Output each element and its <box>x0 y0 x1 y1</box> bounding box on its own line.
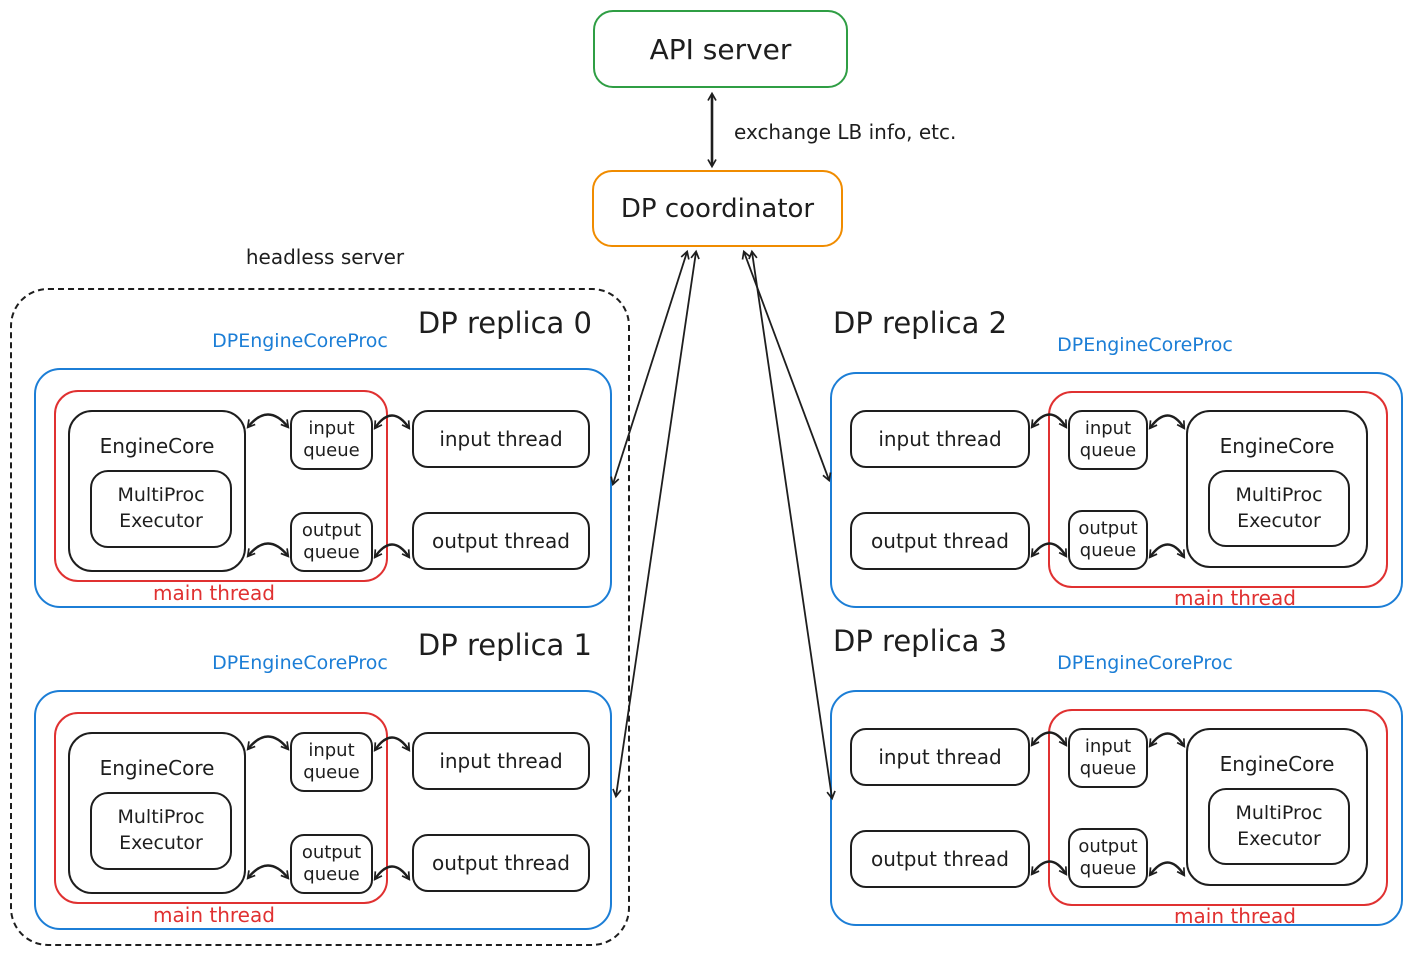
output-thread-label: output thread <box>432 529 570 553</box>
dp-engine-core-proc-box <box>34 690 612 930</box>
multiproc-executor-box: MultiProc Executor <box>1208 788 1350 865</box>
input-queue-box: input queue <box>1068 410 1148 470</box>
multiproc-label-line1: MultiProc <box>1235 483 1323 506</box>
replica-title: DP replica 0 <box>417 306 592 340</box>
output-thread-label: output thread <box>871 529 1009 553</box>
engine-core-box: EngineCore <box>68 732 246 894</box>
multiproc-executor-box: MultiProc Executor <box>90 470 232 548</box>
input-queue-box: input queue <box>290 732 373 792</box>
output-queue-box: output queue <box>290 834 373 894</box>
output-thread-label: output thread <box>432 851 570 875</box>
main-thread-box <box>54 390 388 582</box>
dp-replica-0: DP replica 0 DPEngineCoreProc EngineCore… <box>34 306 612 608</box>
engine-core-box: EngineCore <box>68 410 246 572</box>
input-thread-box: input thread <box>412 732 590 790</box>
output-queue-label-line2: queue <box>1079 858 1137 879</box>
input-queue-label-line1: input <box>308 740 355 762</box>
arrow-coordinator-replica3 <box>748 249 836 801</box>
output-queue-box: output queue <box>1068 828 1148 888</box>
output-queue-label-line2: queue <box>303 864 360 885</box>
input-queue-box: input queue <box>1068 728 1148 788</box>
multiproc-label-line2: Executor <box>1237 827 1321 850</box>
input-queue-label-line2: queue <box>303 440 360 461</box>
input-thread-label: input thread <box>878 745 1002 769</box>
multiproc-executor-box: MultiProc Executor <box>1208 470 1350 547</box>
dp-coordinator-node: DP coordinator <box>592 170 843 247</box>
output-thread-box: output thread <box>412 512 590 570</box>
main-thread-label: main thread <box>1174 586 1296 610</box>
input-queue-label-line1: input <box>308 418 355 440</box>
output-queue-box: output queue <box>290 512 373 572</box>
input-queue-label-line2: queue <box>303 762 360 783</box>
dp-replica-3: DP replica 3 DPEngineCoreProc input thre… <box>830 624 1403 928</box>
multiproc-label-line1: MultiProc <box>117 806 205 829</box>
multiproc-executor-box: MultiProc Executor <box>90 792 232 870</box>
dp-coordinator-label: DP coordinator <box>620 193 815 224</box>
output-queue-label-line1: output <box>1078 836 1138 858</box>
dp-replica-1: DP replica 1 DPEngineCoreProc EngineCore… <box>34 628 612 930</box>
arrow-coordinator-replica2 <box>741 249 832 483</box>
input-queue-label-line1: input <box>1084 418 1132 440</box>
output-queue-label-line1: output <box>301 520 362 542</box>
output-queue-label-line1: output <box>1078 518 1138 540</box>
dp-replica-2: DP replica 2 DPEngineCoreProc input thre… <box>830 306 1403 610</box>
input-queue-label-line2: queue <box>1079 758 1137 779</box>
input-queue-label-line1: input <box>1084 736 1132 758</box>
multiproc-label-line1: MultiProc <box>117 484 205 507</box>
dp-engine-core-proc-box <box>34 368 612 608</box>
dp-engine-core-proc-box <box>830 690 1403 926</box>
output-queue-label-line1: output <box>301 842 362 864</box>
main-thread-box <box>1048 709 1388 906</box>
main-thread-label: main thread <box>153 581 275 605</box>
headless-server-label: headless server <box>245 245 405 269</box>
dp-engine-core-proc-label: DPEngineCoreProc <box>1057 334 1233 356</box>
engine-core-label: EngineCore <box>99 434 215 458</box>
engine-core-label: EngineCore <box>1219 752 1335 776</box>
output-queue-label-line2: queue <box>303 542 360 563</box>
main-thread-box <box>54 712 388 904</box>
input-thread-label: input thread <box>439 427 563 451</box>
multiproc-label-line1: MultiProc <box>1235 801 1323 824</box>
input-queue-label-line2: queue <box>1079 440 1137 461</box>
engine-core-label: EngineCore <box>99 756 215 780</box>
multiproc-label-line2: Executor <box>119 832 203 854</box>
output-thread-label: output thread <box>871 847 1009 871</box>
main-thread-label: main thread <box>1174 904 1296 928</box>
replica-title: DP replica 2 <box>833 306 1008 340</box>
engine-core-label: EngineCore <box>1219 434 1335 458</box>
main-thread-label: main thread <box>153 903 275 927</box>
dp-engine-core-proc-label: DPEngineCoreProc <box>1057 652 1233 674</box>
dp-engine-core-proc-label: DPEngineCoreProc <box>212 330 388 352</box>
engine-core-box: EngineCore <box>1186 728 1368 886</box>
input-thread-box: input thread <box>412 410 590 468</box>
input-thread-label: input thread <box>439 749 563 773</box>
input-thread-box: input thread <box>850 410 1030 468</box>
output-thread-box: output thread <box>850 830 1030 888</box>
multiproc-label-line2: Executor <box>119 510 203 532</box>
input-queue-box: input queue <box>290 410 373 470</box>
input-thread-box: input thread <box>850 728 1030 786</box>
replica-title: DP replica 3 <box>833 624 1008 658</box>
replica-title: DP replica 1 <box>417 628 592 662</box>
input-thread-label: input thread <box>878 427 1002 451</box>
output-thread-box: output thread <box>850 512 1030 570</box>
multiproc-label-line2: Executor <box>1237 509 1321 532</box>
output-thread-box: output thread <box>412 834 590 892</box>
exchange-lb-info-label: exchange LB info, etc. <box>734 120 957 144</box>
engine-core-box: EngineCore <box>1186 410 1368 568</box>
output-queue-label-line2: queue <box>1079 540 1137 561</box>
api-server-node: API server <box>593 10 848 88</box>
api-server-label: API server <box>649 32 792 66</box>
main-thread-box <box>1048 391 1388 588</box>
output-queue-box: output queue <box>1068 510 1148 570</box>
dp-engine-core-proc-label: DPEngineCoreProc <box>212 652 388 674</box>
